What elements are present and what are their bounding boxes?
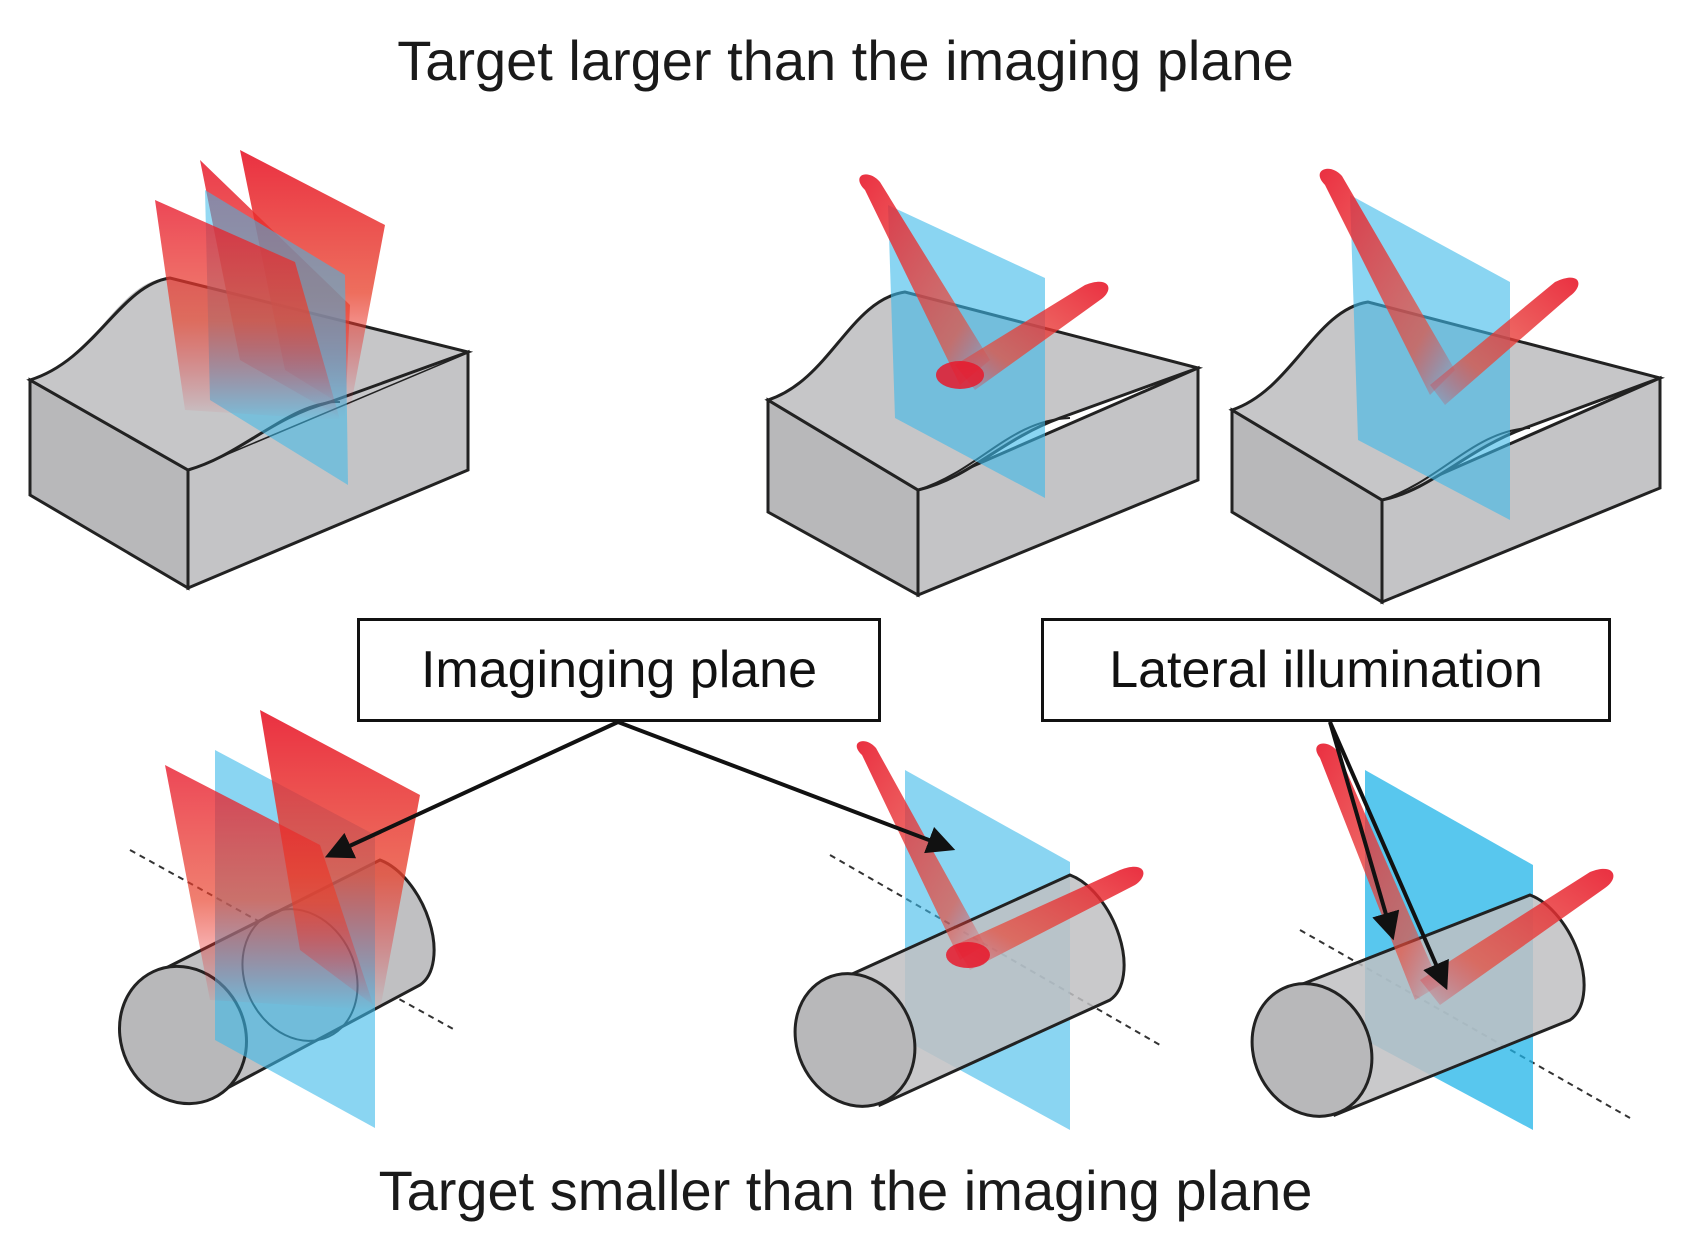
imaging-plane-label: Imaginging plane (357, 618, 881, 722)
title-bottom: Target smaller than the imaging plane (378, 1159, 1313, 1222)
cylinder-target-2 (793, 873, 1126, 1108)
lateral-beams-5 (856, 741, 1144, 970)
lateral-illumination-label: Lateral illumination (1041, 618, 1611, 722)
axis-line-1 (129, 849, 456, 1031)
lateral-beams-2 (859, 174, 1109, 390)
light-sheet-4 (165, 710, 420, 1010)
light-sheet-1-front (155, 200, 340, 420)
lateral-beams-3 (1319, 168, 1579, 405)
arrows-imaging-plane (324, 720, 956, 859)
title-top: Target larger than the imaging plane (397, 29, 1294, 92)
arrows-lateral-illumination (1328, 721, 1449, 991)
lateral-beams-6 (1316, 743, 1614, 1005)
